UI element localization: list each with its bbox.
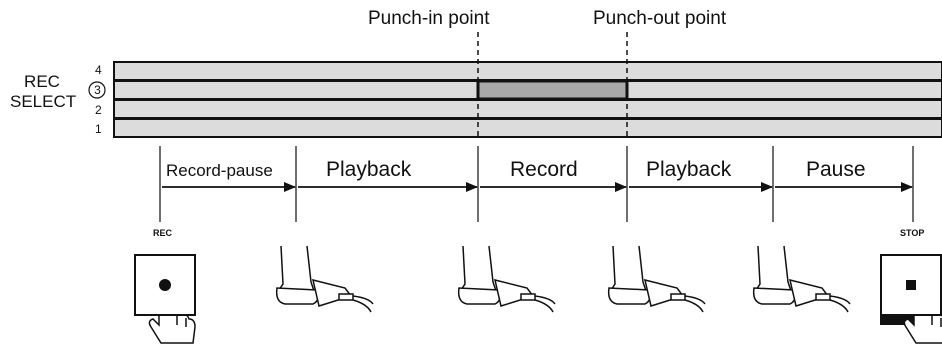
record-dot-icon	[159, 279, 171, 291]
stop-button-label: STOP	[900, 228, 925, 238]
segment-label-record: Record	[510, 158, 578, 181]
punch-in-label: Punch-in point	[368, 8, 490, 29]
segment-label-playback-2: Playback	[646, 158, 732, 181]
foot-pedal-icon	[752, 245, 851, 313]
segment-label-playback-1: Playback	[326, 158, 412, 181]
rec-select-line1: REC	[24, 72, 60, 91]
rec-select-line2: SELECT	[10, 92, 77, 111]
stop-button[interactable]	[880, 254, 942, 316]
foot-pedal-icon	[607, 245, 706, 313]
track-1-strip	[113, 118, 942, 138]
rec-button-label: REC	[153, 228, 173, 238]
track-strips	[113, 61, 942, 138]
track-number-4: 4	[95, 63, 102, 77]
foot-pedal-icon	[457, 245, 556, 313]
track-number-1: 1	[95, 122, 102, 136]
stop-square-icon	[906, 280, 916, 290]
segment-label-pause: Pause	[806, 158, 866, 181]
rec-button[interactable]	[134, 254, 196, 316]
track-4-strip	[113, 61, 942, 81]
recorded-region	[476, 79, 629, 101]
track-number-3: 3	[94, 83, 101, 97]
timeline-markers	[159, 146, 914, 222]
selected-track-circle	[88, 81, 106, 99]
punch-out-label: Punch-out point	[593, 8, 727, 29]
segment-label-record-pause: Record-pause	[166, 161, 273, 180]
track-2-strip	[113, 99, 942, 119]
foot-pedal-icon	[275, 245, 374, 313]
rec-select-label: REC SELECT	[10, 72, 77, 112]
track-number-2: 2	[95, 103, 102, 117]
